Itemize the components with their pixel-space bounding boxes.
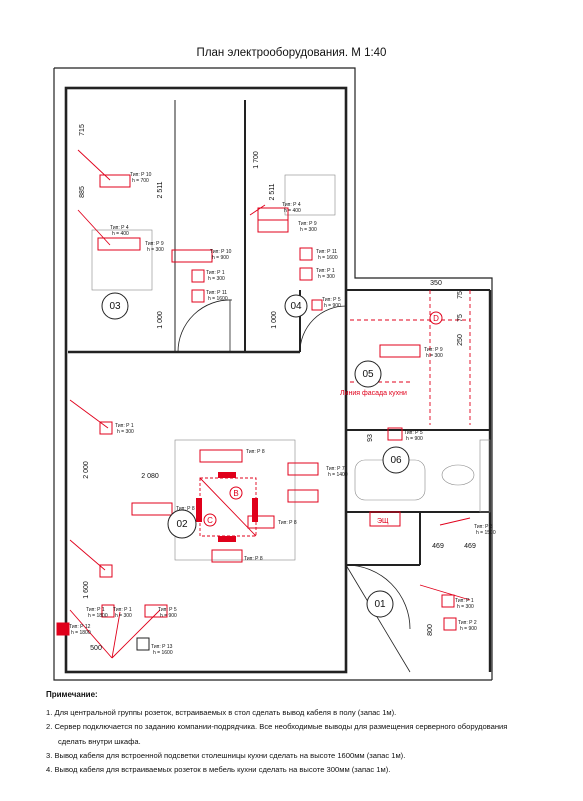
dimension-label: 715 — [79, 124, 86, 136]
socket-type: Тип: Р 9 — [298, 221, 317, 227]
socket-type: Тип: Р 8 — [176, 506, 195, 512]
dimension-label: 1 000 — [157, 311, 164, 329]
note-item: 1. Для центральной группы розеток, встра… — [46, 708, 397, 718]
socket-height: h = 300 — [300, 227, 317, 233]
socket-height: h = 300 — [426, 353, 443, 359]
socket-height: h = 900 — [460, 626, 477, 632]
dimension-label: 800 — [427, 624, 434, 636]
socket-height: h = 1400 — [328, 472, 348, 478]
socket-height: h = 1600 — [153, 650, 173, 656]
dimension-label: 2 511 — [157, 181, 164, 198]
socket-type: Тип: Р 9 — [145, 241, 164, 247]
walls — [53, 67, 493, 681]
socket-type: Тип: Р 8 — [246, 449, 265, 455]
socket-type: Тип: Р 4 — [110, 225, 129, 231]
socket-type: Тип: Р 1 — [316, 268, 335, 274]
socket-type: Тип: Р 10 — [210, 249, 232, 255]
dimension-label: 93 — [367, 434, 374, 442]
room-number: 01 — [374, 599, 386, 610]
socket-type: Тип: Р 11 — [206, 290, 227, 296]
switchboard-label: ЭЩ — [377, 518, 389, 525]
socket-type: Тип: Р 2 — [458, 620, 477, 626]
marker-letter: B — [233, 489, 238, 498]
dimension-label: 1 700 — [253, 151, 260, 169]
socket-type: Тип: Р 5 — [158, 607, 177, 613]
dimension-label: 885 — [79, 186, 86, 198]
kitchen-facade-label: Линия фасада кухни — [340, 390, 407, 397]
socket-type: Тип: Р 1 — [206, 270, 225, 276]
dimension-label: 469 — [464, 543, 476, 550]
note-item: 4. Вывод кабеля для встраиваемых розеток… — [46, 765, 391, 775]
room-number: 03 — [109, 301, 121, 312]
socket-height: h = 1500 — [476, 530, 496, 536]
socket-blocks — [56, 174, 457, 651]
socket-height: h = 300 — [117, 429, 134, 435]
socket-type: Тип: Р 1 — [113, 607, 132, 613]
room-number: 04 — [290, 301, 302, 312]
dimension-label: 2 511 — [269, 183, 276, 200]
socket-height: h = 900 — [160, 613, 177, 619]
floor-plan: 03 04 05 06 02 01 B C D 715 885 2 511 1 000 1 700 2 51… — [53, 67, 496, 681]
room-number: 02 — [176, 519, 188, 530]
socket-type: Тип: Р 12 — [69, 624, 91, 630]
dimension-label: 1 600 — [83, 581, 90, 599]
socket-height: h = 300 — [208, 276, 225, 282]
wiring — [69, 149, 471, 659]
server-box — [196, 472, 258, 542]
socket-type: Тип: Р 1 — [115, 423, 134, 429]
marker-letter: C — [207, 516, 213, 525]
socket-type: Тип: Р 3 — [474, 524, 493, 530]
socket-type: Тип: Р 1 — [86, 607, 105, 613]
dimension-label: 1 000 — [271, 311, 278, 329]
note-item: 2. Сервер подключается по заданию компан… — [46, 722, 508, 732]
socket-type: Тип: Р 10 — [130, 172, 152, 178]
socket-type: Тип: Р 5 — [322, 297, 341, 303]
socket-height: h = 700 — [132, 178, 149, 184]
dimension-label: 469 — [432, 543, 444, 550]
socket-type: Тип: Р 8 — [244, 556, 263, 562]
dimension-label: 2 000 — [83, 461, 90, 479]
marker-letter: D — [433, 314, 439, 323]
dimension-label: 500 — [90, 645, 102, 652]
notes: Примечание: 1. Для центральной группы ро… — [46, 688, 576, 777]
socket-type: Тип: Р 8 — [278, 520, 297, 526]
socket-type: Тип: Р 11 — [316, 249, 337, 255]
note-item: 3. Вывод кабеля для встроенной подсветки… — [46, 750, 406, 760]
plan-title: План электрооборудования. М 1:40 — [196, 47, 387, 59]
dimension-label: 250 — [457, 334, 464, 346]
socket-height: h = 900 — [212, 255, 229, 261]
socket-height: h = 300 — [457, 604, 474, 610]
room-number: 06 — [390, 455, 402, 466]
socket-type: Тип: Р 7 — [326, 466, 345, 472]
socket-type: Тип: Р 4 — [282, 202, 301, 208]
socket-height: h = 900 — [324, 303, 341, 309]
socket-type: Тип: Р 13 — [151, 644, 173, 650]
socket-height: h = 1600 — [208, 296, 228, 302]
socket-type: Тип: Р 1 — [455, 598, 474, 604]
dimension-label: 2 080 — [141, 473, 159, 480]
socket-height: h = 300 — [318, 274, 335, 280]
socket-height: h = 300 — [147, 247, 164, 253]
notes-heading: Примечание: — [46, 690, 98, 699]
note-item: сделать внутри шкафа. — [58, 736, 141, 746]
socket-height: h = 300 — [115, 613, 132, 619]
room-number: 05 — [362, 369, 374, 380]
socket-height: h = 1800 — [88, 613, 108, 619]
socket-type: Тип: Р 5 — [404, 430, 423, 436]
dimension-label: 75 — [457, 291, 464, 299]
socket-type: Тип: Р 9 — [424, 347, 443, 353]
socket-height: h = 400 — [284, 208, 301, 214]
room-marks — [101, 292, 410, 618]
marker-circles — [203, 311, 443, 527]
socket-height: h = 900 — [406, 436, 423, 442]
socket-height: h = 1600 — [318, 255, 338, 261]
doors — [177, 299, 411, 673]
socket-height: h = 400 — [112, 231, 129, 237]
text-layer: 03 04 05 06 02 01 B C D 715 885 2 511 1 000 1 700 2 51… — [69, 124, 496, 656]
dimension-label: 350 — [430, 280, 442, 287]
socket-height: h = 1800 — [71, 630, 91, 636]
dimension-label: 75 — [457, 314, 464, 322]
